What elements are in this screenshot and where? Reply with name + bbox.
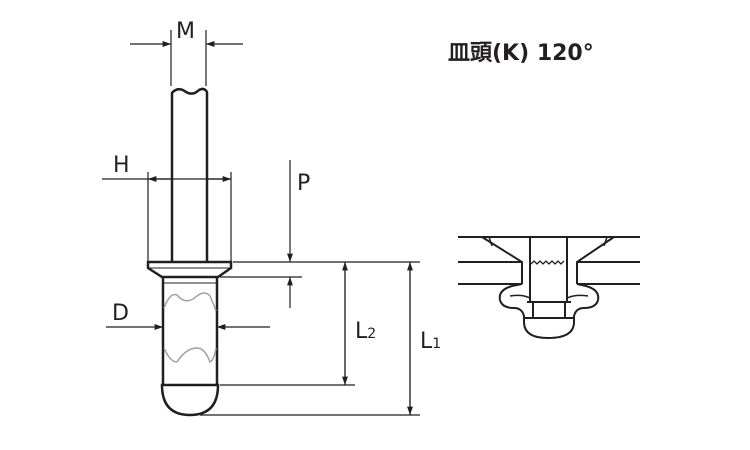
rivet-dome — [160, 383, 220, 417]
label-h: H — [113, 153, 130, 178]
label-p: P — [297, 171, 310, 196]
rivet-side-view — [146, 87, 233, 417]
dimensions — [102, 30, 420, 416]
blind-side-bulb — [498, 283, 600, 340]
label-l2: L2 — [355, 319, 376, 344]
break-wave-bottom — [163, 347, 217, 364]
rivet-body — [161, 277, 219, 385]
label-m: M — [176, 19, 195, 44]
diagram-title: 皿頭(K) 120° — [448, 41, 594, 66]
break-wave-top — [163, 292, 217, 312]
rivet-head — [146, 260, 233, 279]
installed-cross-section — [458, 236, 640, 340]
label-d: D — [112, 301, 129, 326]
mandrel — [170, 87, 209, 262]
label-l1: L1 — [420, 329, 441, 354]
